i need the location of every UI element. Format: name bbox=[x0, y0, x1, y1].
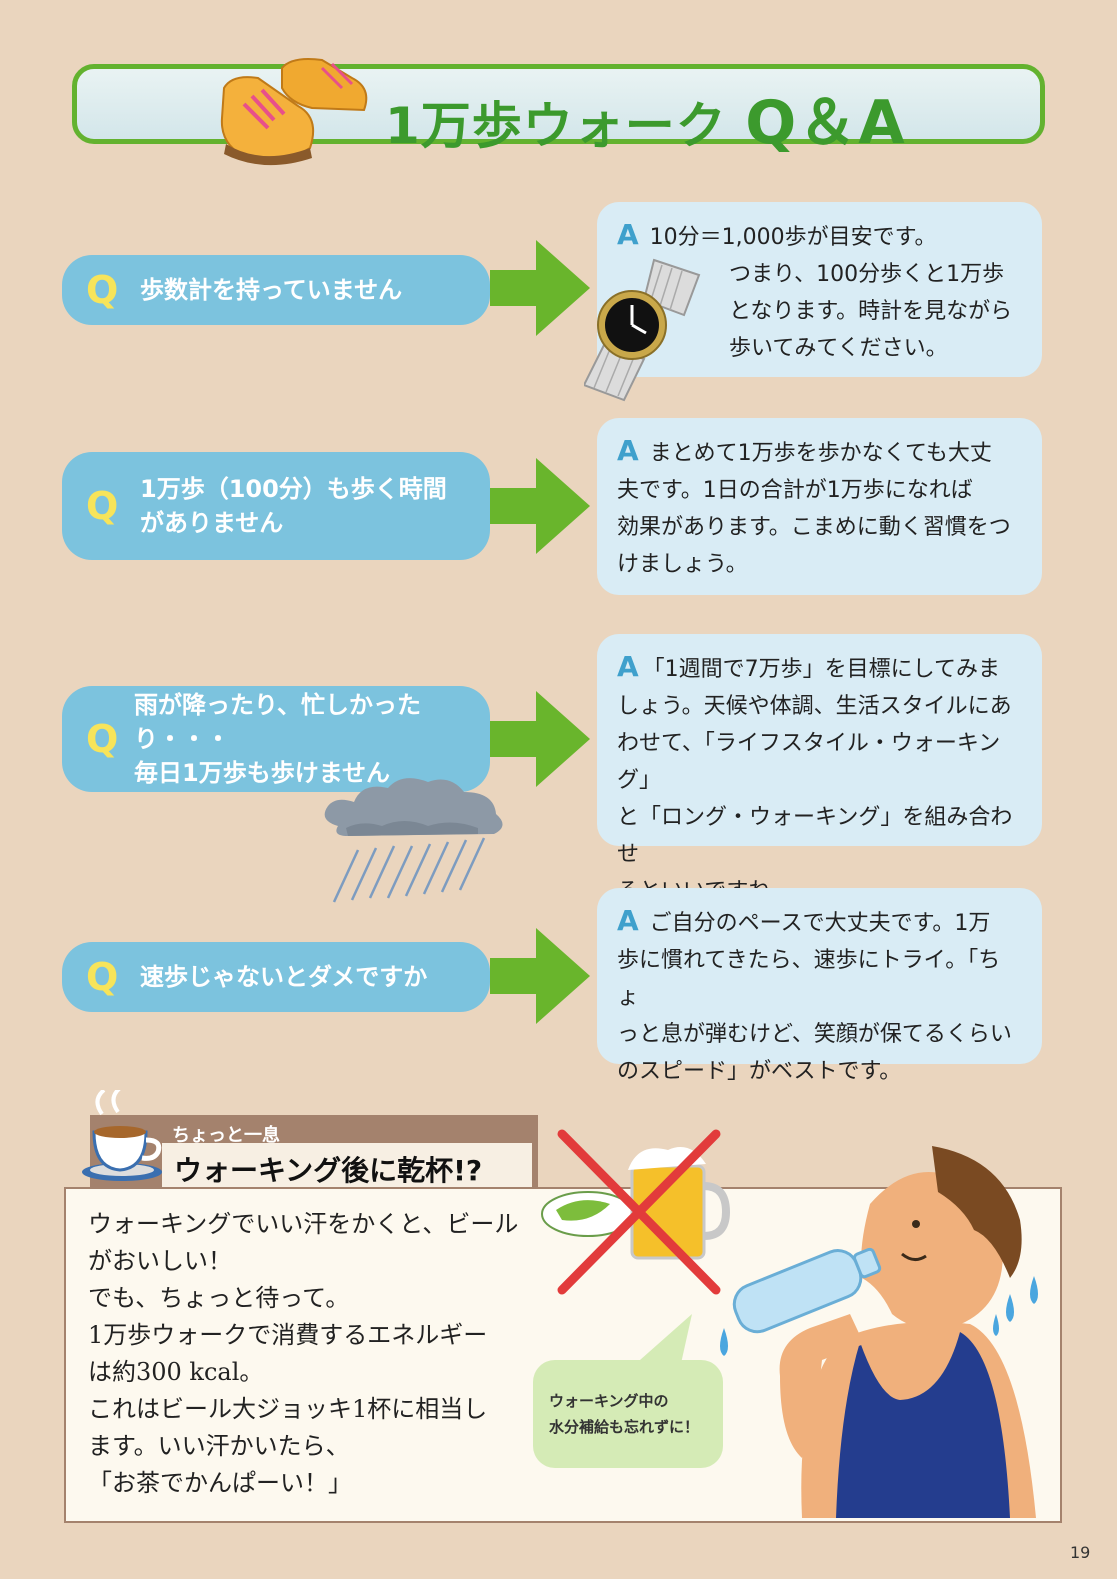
q-letter: Q bbox=[86, 955, 119, 999]
wristwatch-icon bbox=[584, 258, 701, 402]
arrow-right-icon bbox=[490, 458, 590, 554]
question-3: Q 雨が降ったり、忙しかったり・・・毎日1万歩も歩けません bbox=[62, 686, 490, 792]
arrow-right-icon bbox=[490, 691, 590, 787]
q-letter: Q bbox=[86, 268, 119, 312]
arrow-right-icon bbox=[490, 240, 590, 336]
answer-4: A ご自分のペースで大丈夫です。1万 歩に慣れてきたら、速歩にトライ。「ちょ っ… bbox=[597, 888, 1042, 1084]
question-2: Q 1万歩（100分）も歩く時間がありません bbox=[62, 452, 490, 560]
answer-3: A「1週間で7万歩」を目標にしてみま しょう。天候や体調、生活スタイルにあ わせ… bbox=[597, 634, 1042, 904]
arrow-right-icon bbox=[490, 928, 590, 1024]
shoes-icon bbox=[220, 58, 368, 166]
rain-cloud-icon bbox=[324, 778, 503, 903]
answer-1: A 10分＝1,000歩が目安です。 つまり、100分歩くと1万歩 となります。… bbox=[597, 202, 1042, 377]
question-4: Q 速歩じゃないとダメですか bbox=[62, 942, 490, 1012]
q-letter: Q bbox=[86, 717, 119, 761]
speech-bubble: ウォーキング中の 水分補給も忘れずに！ bbox=[533, 1360, 723, 1468]
question-1: Q 歩数計を持っていません bbox=[62, 255, 490, 325]
break-label: ちょっと一息 bbox=[172, 1125, 280, 1146]
page-title: 1万歩ウォーク Q＆A bbox=[385, 88, 906, 158]
answer-2: A まとめて1万歩を歩かなくても大丈 夫です。1日の合計が1万歩になれば 効果が… bbox=[597, 418, 1042, 595]
q-letter: Q bbox=[86, 484, 119, 528]
break-heading: ウォーキング後に乾杯!? bbox=[174, 1154, 483, 1187]
page-number: 19 bbox=[1070, 1543, 1091, 1562]
teacup-icon bbox=[82, 1090, 162, 1181]
break-body: ウォーキングでいい汗をかくと、ビール がおいしい！ でも、ちょっと待って。 1万… bbox=[88, 1210, 519, 1497]
drinking-man-illustration bbox=[541, 1129, 1038, 1518]
